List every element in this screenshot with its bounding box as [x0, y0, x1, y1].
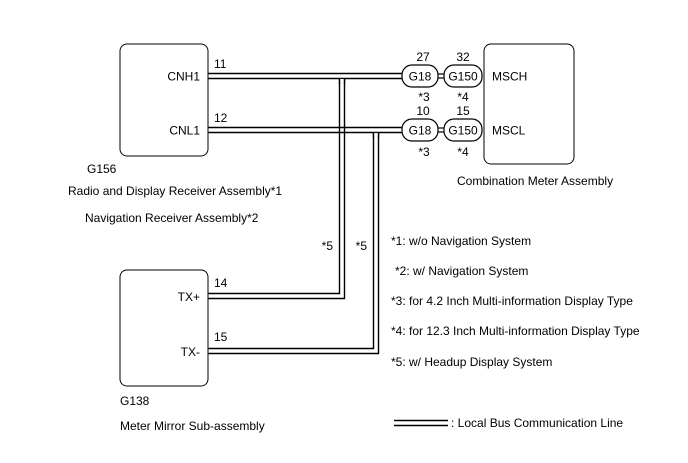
wire-note-right: *5 — [356, 239, 368, 253]
connector-g18-top-pin: 27 — [416, 50, 430, 64]
connector-g18-bottom — [401, 118, 439, 142]
connector-g18-bottom-pin: 10 — [416, 104, 430, 118]
communication-lines — [208, 72, 402, 355]
connector-g18-bottom-code: G18 — [409, 124, 432, 138]
mirror-pin-txminus: TX- — [181, 345, 200, 359]
connector-g18-bottom-note: *3 — [418, 145, 430, 159]
radio-pin-num-11: 11 — [214, 57, 227, 71]
radio-pin-cnl1: CNL1 — [169, 124, 200, 138]
radio-pin-num-12: 12 — [214, 111, 228, 125]
connector-g150-bottom-pin: 15 — [456, 104, 470, 118]
connector-g150-top-code: G150 — [448, 70, 478, 84]
mirror-pin-num-15: 15 — [214, 330, 228, 344]
legend-label: : Local Bus Communication Line — [451, 416, 623, 430]
meter-pin-mscl: MSCL — [492, 124, 526, 138]
radio-name-line1: Radio and Display Receiver Assembly*1 — [68, 184, 282, 198]
mirror-pin-txplus: TX+ — [178, 290, 200, 304]
meter-mirror-box — [119, 269, 209, 387]
footnote-2: *2: w/ Navigation System — [395, 264, 528, 278]
mirror-code: G138 — [120, 394, 150, 408]
radio-code: G156 — [87, 162, 117, 176]
connector-g150-top — [443, 64, 483, 88]
footnote-5: *5: w/ Headup Display System — [391, 355, 552, 369]
footnote-1: *1: w/o Navigation System — [391, 234, 531, 248]
connector-g150-bottom-note: *4 — [457, 145, 469, 159]
connector-g150-top-note: *4 — [457, 90, 469, 104]
meter-name: Combination Meter Assembly — [457, 174, 613, 188]
radio-receiver-box — [119, 43, 209, 157]
connector-g150-bottom-code: G150 — [448, 124, 478, 138]
footnote-4: *4: for 12.3 Inch Multi-information Disp… — [391, 324, 640, 338]
wire-note-left: *5 — [322, 239, 334, 253]
combination-meter-box — [483, 43, 575, 165]
radio-pin-cnh1: CNH1 — [167, 70, 200, 84]
connector-g150-bottom — [443, 118, 483, 142]
radio-name-line2: Navigation Receiver Assembly*2 — [85, 211, 259, 225]
legend-line-symbol — [394, 419, 448, 427]
footnote-3: *3: for 4.2 Inch Multi-information Displ… — [391, 294, 633, 308]
connector-g150-top-pin: 32 — [456, 50, 470, 64]
connector-g18-top-code: G18 — [409, 70, 432, 84]
connector-g18-top — [401, 64, 439, 88]
mirror-pin-num-14: 14 — [214, 276, 228, 290]
mirror-name: Meter Mirror Sub-assembly — [120, 419, 265, 433]
connector-g18-top-note: *3 — [418, 90, 430, 104]
meter-pin-msch: MSCH — [492, 70, 527, 84]
